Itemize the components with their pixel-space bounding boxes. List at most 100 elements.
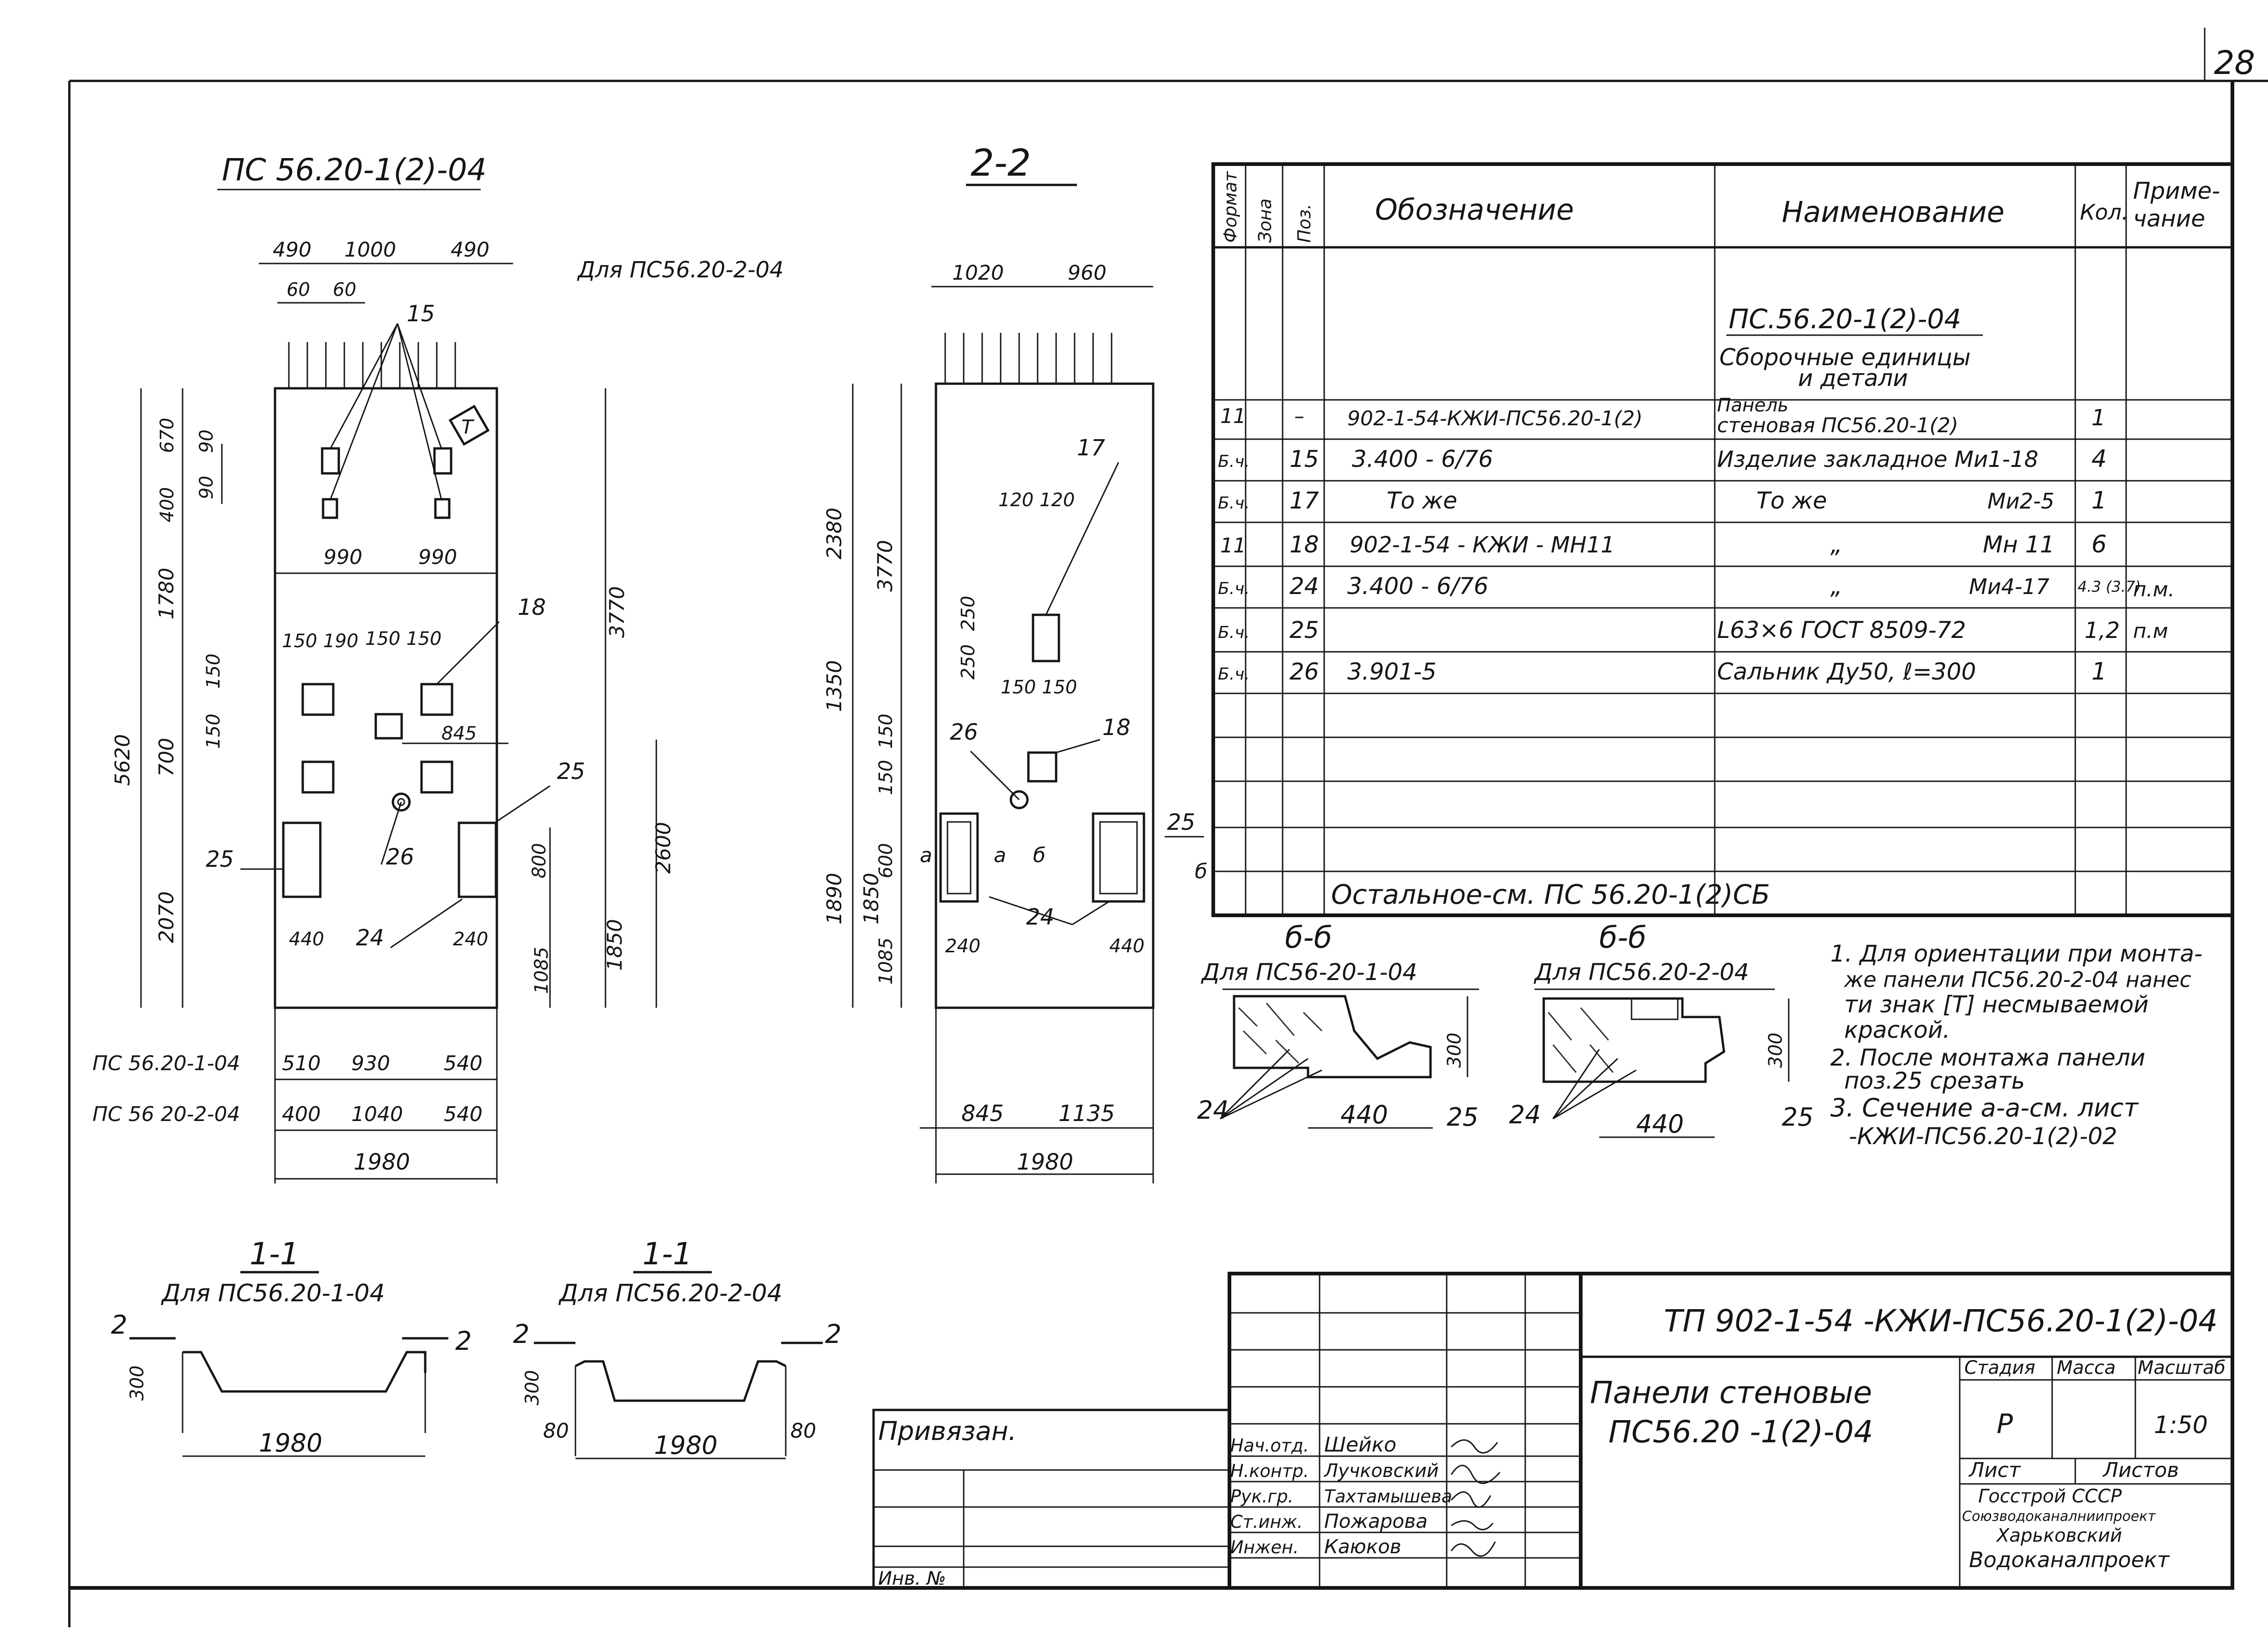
dim-150-190: 150 190 [282,631,358,652]
svg-text:4: 4 [2091,445,2107,473]
svg-text:Б.ч.: Б.ч. [1218,452,1250,471]
specification-table: Формат Зона Поз. Обозначение Наименовани… [1211,162,2234,917]
dim-3770: 3770 [605,586,629,638]
dim-1850: 1850 [603,919,627,971]
titleblock-role-4: Ст.инж. [1230,1512,1303,1532]
dim-845: 845 [441,723,477,744]
svg-text:11: 11 [1220,534,1246,558]
svg-text:То же: То же [1756,487,1827,514]
section11a-title: 1-1 [250,1236,300,1272]
linking-inv-no: Инв. № [878,1568,946,1589]
section11a-subtitle: Для ПС56.20-1-04 [161,1280,385,1307]
elevation-title: ПС 56.20-1(2)-04 [222,152,487,188]
svg-text:4.3 (3.7): 4.3 (3.7) [2078,578,2141,595]
section22-dim-120-120: 120 120 [998,490,1075,511]
spec-row-3: Б.ч. 17 То же То же Ми2-5 1 [1218,487,2107,515]
elevation-total-1980: 1980 [354,1149,410,1175]
section-2-2: 2-2 1020 960 17 120 120 250 250 150 150 … [823,141,1207,1183]
section22-dim-150-150: 150 150 [1001,677,1077,698]
row2-label: ПС 56 20-2-04 [92,1103,240,1126]
section11b-mark-right: 2 [825,1319,842,1349]
note-line-1: 1. Для ориентации при монта- [1830,940,2202,967]
dim-2070: 2070 [155,891,178,943]
spec-subtitle-2: и детали [1798,365,1908,392]
sectionbb2-pos-24: 24 [1509,1100,1541,1129]
dim-400: 400 [157,487,178,522]
row2-dim-400: 400 [282,1103,321,1126]
svg-text:Б.ч.: Б.ч. [1218,579,1250,598]
dim-440: 440 [289,929,324,950]
titleblock-name-person-3: Тахтамышева [1324,1486,1452,1507]
pos-18-label: 18 [518,594,546,620]
pos-26-label: 26 [386,844,414,870]
sectionbb1-dim-440: 440 [1340,1100,1388,1129]
sectionbb2-dim-300: 300 [1765,1033,1786,1068]
svg-text:T: T [461,416,475,438]
section22-dim-150-b: 150 [875,760,897,795]
angles-25 [240,785,550,898]
section22-mark-b-left: б [1033,844,1045,867]
section22-mark-a-left: а [920,844,932,867]
section22-panel-outline [935,382,1155,1009]
spec-row-1: 11 – 902-1-54-КЖИ-ПС56.20-1(2) Панель ст… [1220,395,2106,437]
section22-dim-2380: 2380 [823,508,846,559]
svg-text:Б.ч.: Б.ч. [1218,494,1250,513]
spec-header-name: Наименование [1782,195,2005,229]
section22-sleeve-26 [1009,790,1029,809]
dim-1780: 1780 [155,568,178,619]
dim-1000: 1000 [344,238,396,262]
titleblock-code: ТП 902-1-54 -КЖИ-ПС56.20-1(2)-04 [1664,1303,2218,1339]
svg-text:Мн 11: Мн 11 [1983,531,2054,558]
svg-text:–: – [1294,404,1304,428]
sectionbb1-title: б-б [1285,921,1332,955]
orientation-t-mark: T [448,404,490,446]
dim-990-a: 990 [324,545,362,569]
svg-text:11: 11 [1220,404,1246,428]
section11b-dim-300: 300 [522,1370,543,1405]
section22-dim-1020: 1020 [952,261,1004,285]
section22-dim-3770: 3770 [874,540,897,592]
svg-text:3.901-5: 3.901-5 [1347,658,1437,685]
spec-header-pos: Поз. [1294,204,1314,243]
section-b-b-1: б-б Для ПС56-20-1-04 24 440 25 300 [1197,921,1479,1132]
section11b-title: 1-1 [642,1236,692,1272]
embedded-parts-18 [301,621,500,794]
section22-dim-845: 845 [961,1101,1004,1127]
section-b-b-2: б-б Для ПС56.20-2-04 24 440 25 300 [1509,921,1814,1139]
svg-text:стеновая ПС56.20-1(2): стеновая ПС56.20-1(2) [1717,414,1958,437]
section22-part-17 [1032,613,1060,662]
section22-pos-17: 17 [1077,435,1106,461]
sectionbb2-dim-440: 440 [1636,1109,1684,1139]
titleblock-name-person-2: Лучковский [1323,1460,1439,1482]
titleblock-role-5: Инжен. [1230,1537,1299,1557]
svg-text:17: 17 [1290,487,1319,514]
svg-text:6: 6 [2091,531,2107,558]
titleblock-name-person-5: Каюков [1324,1535,1401,1558]
pos-24-label: 24 [356,925,384,951]
dim-1085: 1085 [531,947,552,994]
sectionbb1-dim-300: 300 [1444,1033,1465,1068]
note-line-8: -КЖИ-ПС56.20-1(2)-02 [1849,1123,2117,1150]
spec-row-7: Б.ч. 26 3.901-5 Сальник Ду50, ℓ=300 1 [1218,658,2107,686]
svg-text:902-1-54-КЖИ-ПС56.20-1(2): 902-1-54-КЖИ-ПС56.20-1(2) [1347,407,1643,430]
spec-row-6: Б.ч. 25 L63×6 ГОСТ 8509-72 1,2 п.м [1218,617,2168,643]
spec-footer: Остальное-см. ПС 56.20-1(2)СБ [1331,879,1770,910]
spec-title-row: ПС.56.20-1(2)-04 [1729,303,1961,335]
dim-670: 670 [157,418,178,453]
svg-text:15: 15 [1290,446,1319,472]
svg-text:3.400 - 6/76: 3.400 - 6/76 [1347,573,1488,600]
section22-dim-1890: 1890 [823,873,846,925]
section22-mark-b-right: б [1195,860,1207,883]
panel-outline [274,387,498,1009]
spec-header-zone: Зона [1255,198,1275,243]
pos-25-left-label: 25 [206,846,234,872]
spec-row-4: 11 18 902-1-54 - КЖИ - МН11 „ Мн 11 6 [1220,531,2107,558]
row2-dim-1040: 1040 [351,1103,403,1126]
section22-dim-250-b: 250 [958,644,979,680]
elevation-left-dims: 400 670 90 90 1780 150 150 700 2070 5620 [111,388,224,1008]
row1-label: ПС 56.20-1-04 [92,1052,240,1075]
svg-text:L63×6 ГОСТ 8509-72: L63×6 ГОСТ 8509-72 [1717,617,1966,643]
linking-block: Привязан. Инв. № [872,1409,1231,1589]
sleeve-26 [380,792,411,865]
svg-text:То же: То же [1387,487,1457,514]
